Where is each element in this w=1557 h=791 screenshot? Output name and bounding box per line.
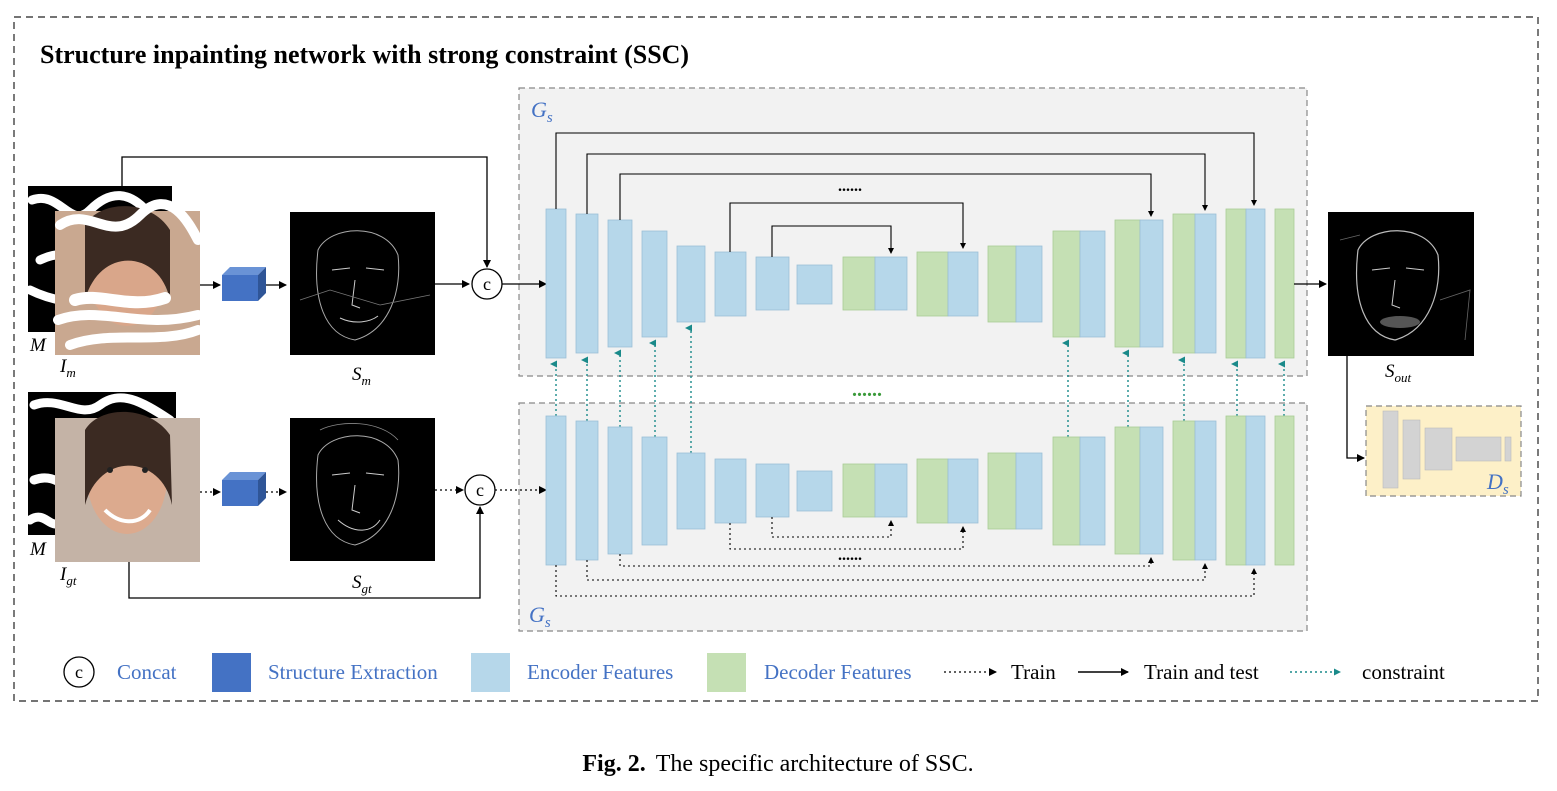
encoder-block xyxy=(714,251,747,317)
legend-concat-label: Concat xyxy=(117,660,177,684)
encoder-block xyxy=(1194,420,1217,561)
decoder-block xyxy=(842,463,876,518)
top-skip-connections xyxy=(555,132,1257,257)
encoder-block xyxy=(607,219,633,348)
decoder-block xyxy=(1052,230,1081,338)
sout-edge-map xyxy=(1328,212,1474,356)
decoder-block xyxy=(987,452,1017,530)
decoder-block xyxy=(987,245,1017,323)
legend-structure-swatch xyxy=(212,653,251,692)
decoder-block xyxy=(1274,415,1295,566)
mask-label-top: M xyxy=(29,335,47,356)
decoder-block xyxy=(842,256,876,311)
structure-extraction-bottom xyxy=(222,472,266,506)
arrow-sout-to-ds xyxy=(1346,356,1365,462)
legend-decoder-swatch xyxy=(707,653,746,692)
encoder-block xyxy=(755,463,790,518)
sout-label: Sout xyxy=(1385,361,1412,385)
decoder-block xyxy=(1114,219,1141,348)
sm-label: Sm xyxy=(352,364,371,388)
encoder-block xyxy=(607,426,633,555)
arrow-mask-to-concat-bottom xyxy=(128,506,484,599)
im-label: Im xyxy=(59,356,76,380)
decoder-block xyxy=(1225,208,1247,359)
decoder-block xyxy=(1274,208,1295,359)
sgt-edge-map xyxy=(290,418,435,561)
mask-label-bottom: M xyxy=(29,539,47,560)
skip-dots-top: ...... xyxy=(838,178,862,195)
encoder-block xyxy=(575,213,599,354)
masked-input-top xyxy=(25,186,203,355)
encoder-block xyxy=(874,463,908,518)
diagram-title: Structure inpainting network with strong… xyxy=(40,40,689,69)
legend-concat-icon xyxy=(63,656,95,688)
encoder-block xyxy=(874,256,908,311)
sm-edge-map xyxy=(290,212,435,355)
arrow-mask-to-concat-top xyxy=(121,156,491,268)
top-row-feature-blocks xyxy=(545,208,1295,359)
encoder-block xyxy=(1245,208,1266,359)
decoder-block xyxy=(916,458,949,524)
encoder-block xyxy=(676,245,706,323)
encoder-block xyxy=(796,264,833,305)
bottom-row-feature-blocks xyxy=(545,415,1295,566)
bottom-skip-connections xyxy=(555,517,1257,597)
decoder-block xyxy=(1172,213,1196,354)
encoder-block xyxy=(1245,415,1266,566)
constraint-dots: ...... xyxy=(852,379,882,401)
encoder-block xyxy=(947,251,979,317)
legend: c Concat Structure Extraction Encoder Fe… xyxy=(63,653,1445,692)
sgt-label: Sgt xyxy=(352,572,372,596)
encoder-block xyxy=(1139,219,1164,348)
legend-structure-label: Structure Extraction xyxy=(268,660,438,684)
skip-dots-bottom: ...... xyxy=(838,547,862,564)
outer-frame xyxy=(13,16,1539,702)
legend-train-label: Train xyxy=(1011,660,1056,684)
decoder-block xyxy=(1225,415,1247,566)
encoder-block xyxy=(796,470,833,512)
legend-encoder-swatch xyxy=(471,653,510,692)
generator-label-top: Gs xyxy=(531,97,553,126)
legend-train-test-label: Train and test xyxy=(1144,660,1259,684)
igt-label: Igt xyxy=(59,564,77,588)
encoder-block xyxy=(714,458,747,524)
concat-symbol-bottom: c xyxy=(476,480,484,500)
discriminator-blocks xyxy=(1382,410,1512,489)
encoder-block xyxy=(676,452,706,530)
encoder-block xyxy=(1194,213,1217,354)
discriminator-label: Ds xyxy=(1486,469,1509,498)
encoder-block xyxy=(755,256,790,311)
svg-text:c: c xyxy=(75,662,83,682)
generator-label-bottom: Gs xyxy=(529,602,551,631)
ground-truth-input xyxy=(25,392,200,562)
concat-symbol-top: c xyxy=(483,274,491,294)
decoder-block xyxy=(1114,426,1141,555)
encoder-block xyxy=(1139,426,1164,555)
constraint-arrows xyxy=(550,324,1285,453)
encoder-block xyxy=(545,415,567,566)
encoder-block xyxy=(1015,245,1043,323)
encoder-block xyxy=(545,208,567,359)
decoder-block xyxy=(1052,436,1081,546)
encoder-block xyxy=(947,458,979,524)
decoder-block xyxy=(1172,420,1196,561)
figure-caption: Fig. 2.The specific architecture of SSC. xyxy=(582,751,973,777)
encoder-block xyxy=(641,436,668,546)
legend-encoder-label: Encoder Features xyxy=(527,660,673,684)
structure-extraction-top xyxy=(222,267,266,301)
legend-decoder-label: Decoder Features xyxy=(764,660,912,684)
decoder-block xyxy=(916,251,949,317)
legend-constraint-label: constraint xyxy=(1362,660,1445,684)
encoder-block xyxy=(641,230,668,338)
encoder-block xyxy=(1015,452,1043,530)
encoder-block xyxy=(1079,230,1106,338)
encoder-block xyxy=(1079,436,1106,546)
encoder-block xyxy=(575,420,599,561)
